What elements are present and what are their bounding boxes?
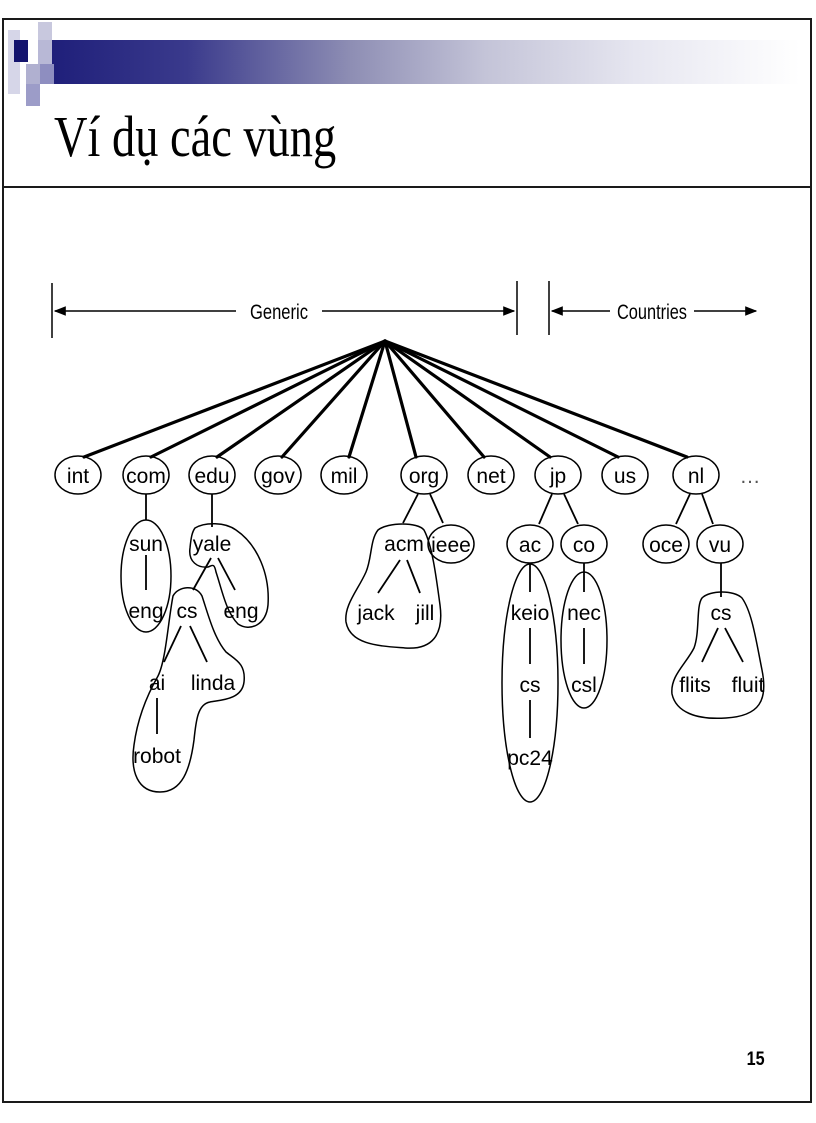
decorative-square [26, 84, 40, 106]
node-mil: mil [331, 465, 358, 488]
node-co: co [573, 534, 595, 557]
node-jp: jp [549, 465, 566, 488]
node-linda: linda [191, 672, 236, 695]
decorative-square [38, 40, 52, 66]
node-vu: vu [709, 534, 731, 557]
com-subtree: sun eng [120, 494, 172, 633]
root-edges [82, 339, 689, 459]
generic-label: Generic [250, 301, 308, 324]
node-keio: keio [511, 602, 550, 625]
node-robot: robot [133, 745, 181, 768]
node-yale-cs: cs [177, 600, 198, 623]
countries-label: Countries [617, 301, 687, 324]
zone-vu-cs [671, 591, 765, 720]
node-edu: edu [194, 465, 229, 488]
node-fluit: fluit [732, 674, 765, 697]
org-subtree: acm ieee jack jill [345, 493, 475, 649]
edu-subtree: yale eng cs ai linda robot [132, 494, 269, 793]
node-csl: csl [571, 674, 597, 697]
generic-range: Generic [51, 281, 518, 338]
node-jill: jill [415, 602, 435, 625]
node-org: org [409, 465, 439, 488]
zone-cs [132, 587, 245, 793]
node-com: com [126, 465, 166, 488]
jp-subtree: ac co keio cs pc24 nec csl [501, 493, 608, 803]
node-net: net [476, 465, 505, 488]
node-yale-eng: eng [223, 600, 258, 623]
zone-keio [501, 563, 559, 803]
node-ai: ai [149, 672, 165, 695]
top-level-labels: int com edu gov mil org net jp us nl … [67, 465, 761, 488]
node-yale: yale [193, 533, 232, 556]
node-nl: nl [688, 465, 704, 488]
node-jack: jack [356, 602, 395, 625]
countries-range: Countries [548, 281, 758, 335]
slide-title: Ví dụ các vùng [54, 104, 337, 169]
decorative-square [14, 40, 28, 62]
node-ieee: ieee [431, 534, 471, 557]
zone-nec [560, 571, 608, 709]
header-divider [4, 186, 810, 188]
node-vu-cs: cs [711, 602, 732, 625]
title-banner-gradient [52, 40, 800, 84]
decorative-square [26, 64, 40, 84]
zone-sun [120, 519, 172, 633]
node-gov: gov [261, 465, 295, 488]
node-keio-cs: cs [520, 674, 541, 697]
node-flits: flits [679, 674, 711, 697]
decorative-square [38, 22, 52, 40]
zone-yale [189, 523, 269, 628]
node-us: us [614, 465, 636, 488]
zone-acm [345, 523, 442, 649]
page-number: 15 [746, 1049, 765, 1070]
zone-vu [696, 524, 744, 564]
zone-ieee [427, 524, 475, 564]
more-ellipsis: … [740, 465, 761, 488]
node-oce: oce [649, 534, 683, 557]
node-sun-eng: eng [128, 600, 163, 623]
nl-subtree: oce vu cs flits fluit [642, 493, 765, 720]
zone-oce [642, 524, 690, 564]
node-int: int [67, 465, 89, 488]
node-pc24: pc24 [507, 747, 553, 770]
decorative-square [40, 64, 54, 84]
node-acm: acm [384, 533, 424, 556]
node-sun: sun [129, 533, 163, 556]
node-ac: ac [519, 534, 541, 557]
node-nec: nec [567, 602, 601, 625]
